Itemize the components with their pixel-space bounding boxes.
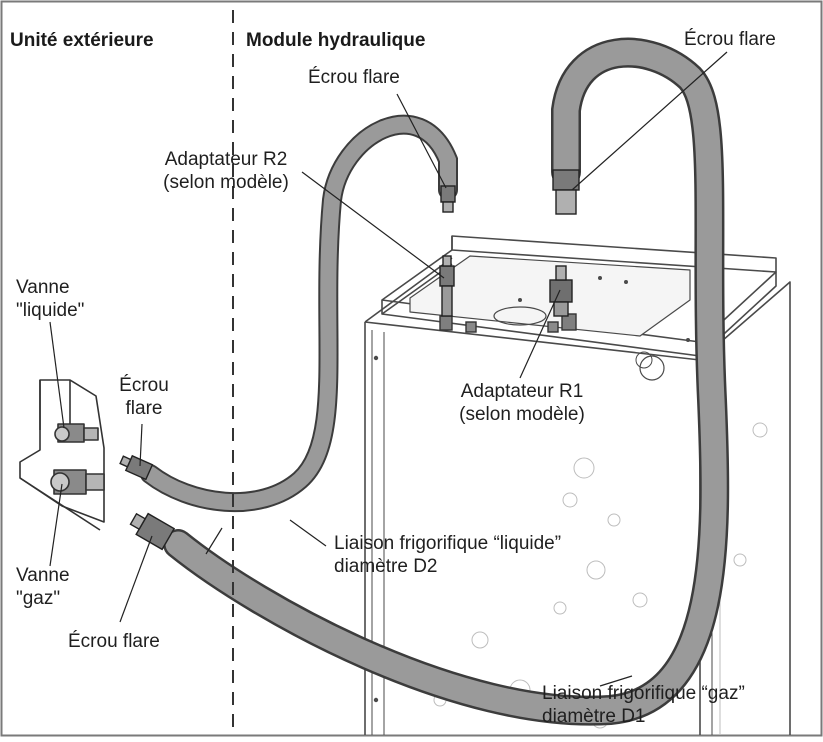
adapter-r2 bbox=[439, 255, 455, 317]
flare-nut-bottom-label: Écrou flare bbox=[68, 631, 160, 652]
hydraulic-module-heading: Module hydraulique bbox=[246, 30, 426, 51]
flare-nuts bbox=[119, 169, 580, 551]
flare-nut-left-label-line2: flare bbox=[125, 398, 163, 419]
adapter-r2-label-line2: (selon modèle) bbox=[163, 172, 289, 193]
adapter-r1-label-line1: Adaptateur R1 bbox=[460, 381, 584, 402]
liquid-line-label-line1: Liaison frigorifique “liquide” bbox=[334, 533, 562, 554]
gas-line-label-line2: diamètre D1 bbox=[542, 706, 646, 727]
gas-line-label: Liaison frigorifique “gaz” diamètre D1 bbox=[542, 682, 745, 728]
liquid-valve-label: Vanne "liquide" bbox=[16, 276, 84, 322]
adapter-r2-label: Adaptateur R2 (selon modèle) bbox=[136, 148, 316, 194]
liquid-line-label: Liaison frigorifique “liquide” diamètre … bbox=[334, 532, 561, 578]
leader-lines bbox=[49, 51, 728, 687]
gas-valve-label-line1: Vanne bbox=[16, 565, 70, 586]
gas-valve-label: Vanne "gaz" bbox=[16, 564, 70, 610]
adapter-r1 bbox=[549, 265, 573, 317]
gas-line-label-line1: Liaison frigorifique “gaz” bbox=[542, 683, 745, 704]
liquid-line-label-line2: diamètre D2 bbox=[334, 556, 438, 577]
gas-valve-label-line2: "gaz" bbox=[16, 588, 61, 609]
liquid-valve-label-line2: "liquide" bbox=[16, 300, 85, 321]
module-fittings bbox=[439, 313, 577, 333]
liquid-valve-label-line1: Vanne bbox=[16, 277, 70, 298]
flare-nut-top-right-label: Écrou flare bbox=[684, 29, 776, 50]
gas-line-d1 bbox=[163, 37, 730, 726]
adapter-r1-label-line2: (selon modèle) bbox=[459, 404, 585, 425]
flare-nut-left-label: Écrou flare bbox=[112, 374, 176, 420]
outdoor-unit-valves bbox=[19, 379, 105, 531]
adapter-r1-label: Adaptateur R1 (selon modèle) bbox=[432, 380, 612, 426]
outdoor-unit-heading: Unité extérieure bbox=[10, 30, 154, 51]
flare-nut-top-left-label: Écrou flare bbox=[308, 67, 400, 88]
flare-nut-left-label-line1: Écrou bbox=[119, 375, 169, 396]
liquid-line-d2 bbox=[140, 114, 458, 513]
adapter-r2-label-line1: Adaptateur R2 bbox=[164, 149, 288, 170]
